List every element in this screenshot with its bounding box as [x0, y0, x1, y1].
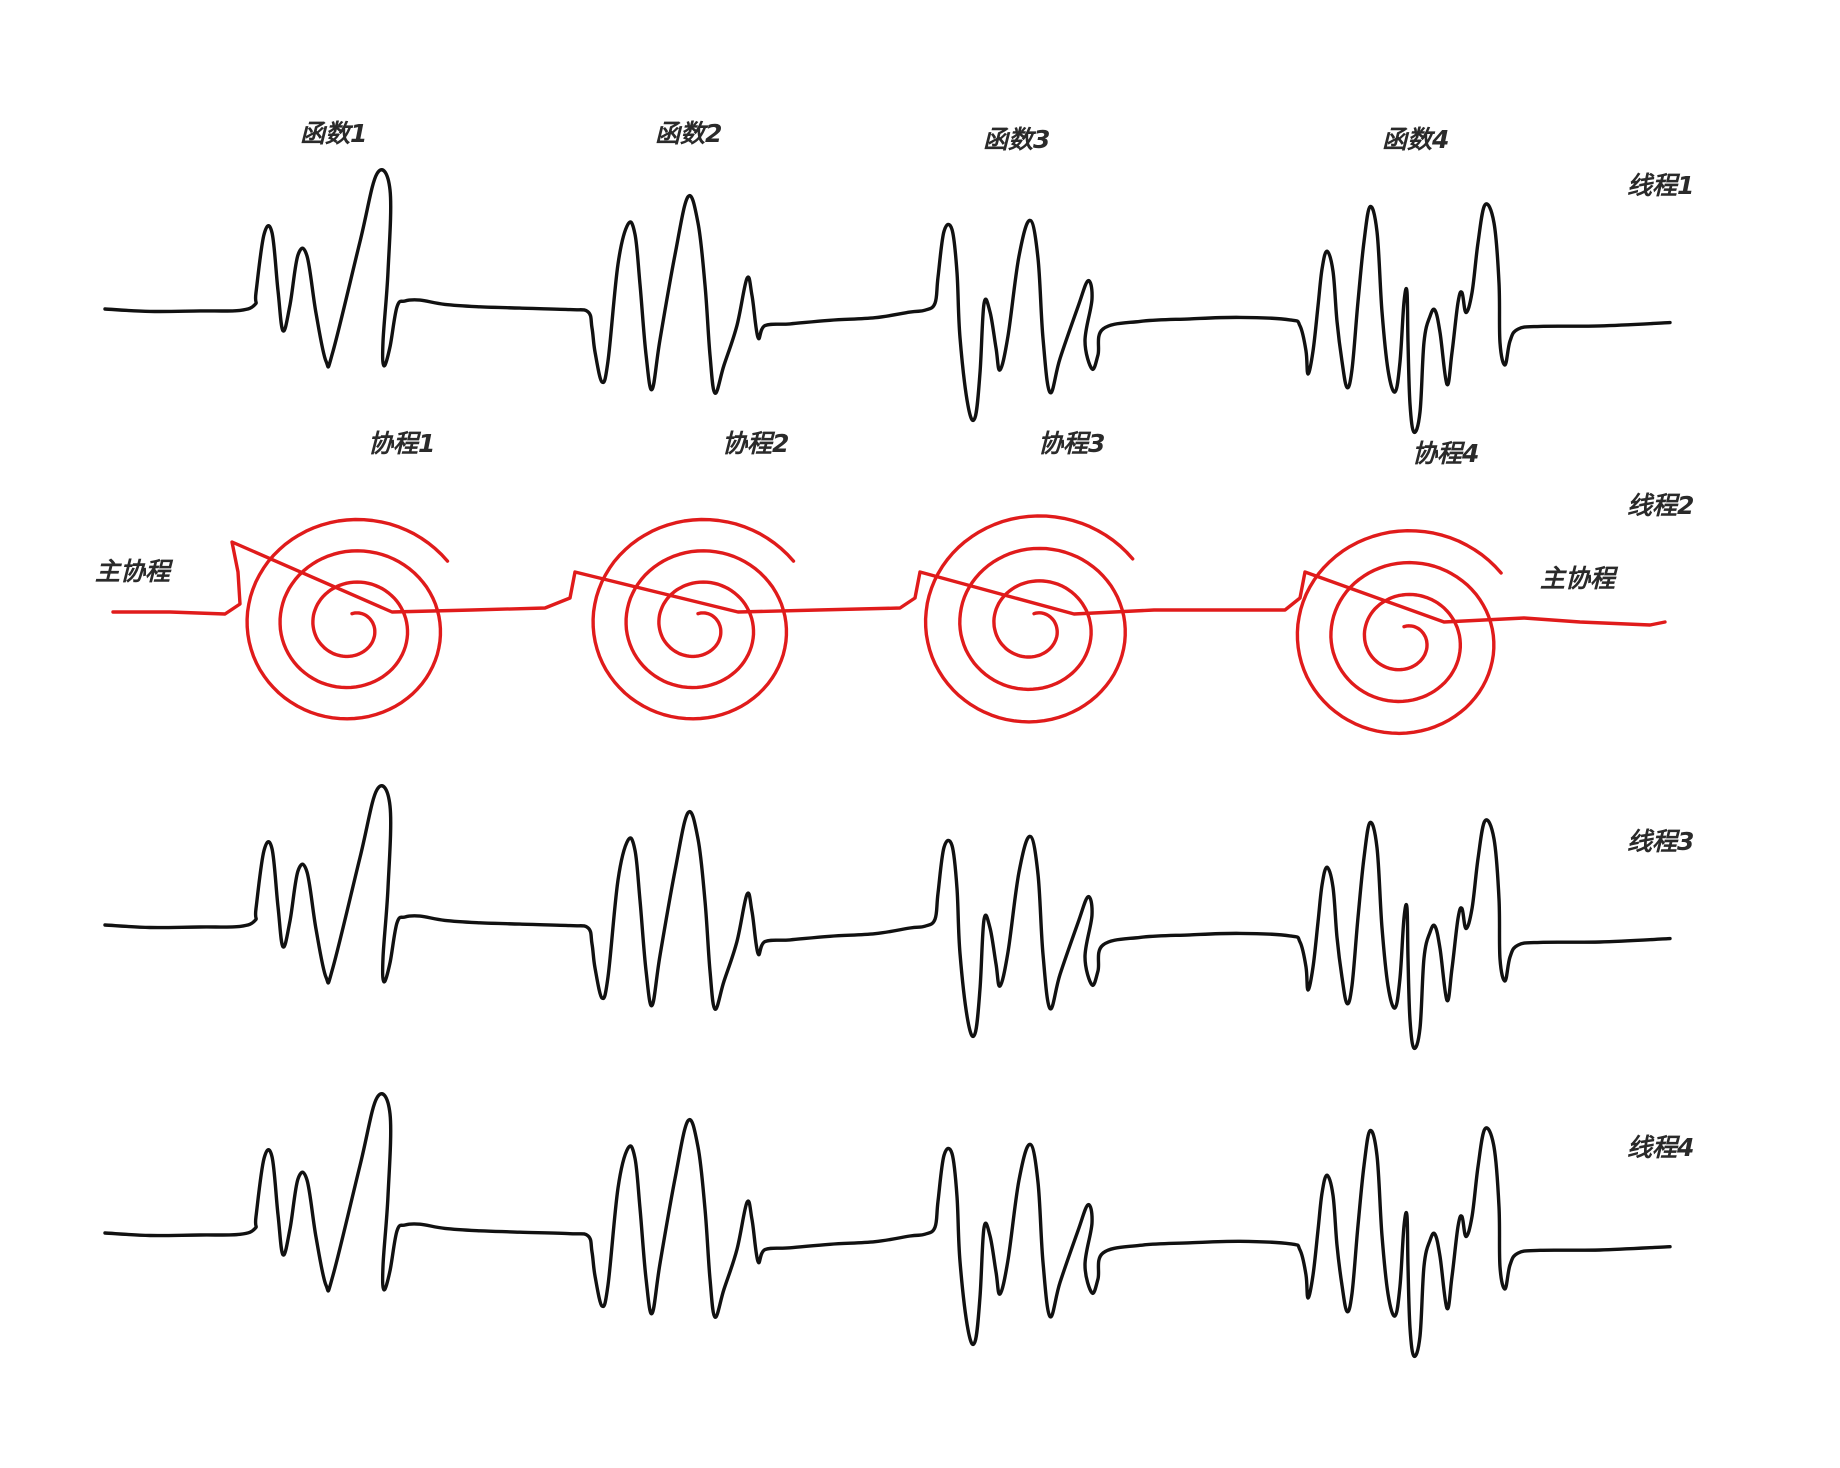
function-label-4: 函数4: [1382, 125, 1449, 154]
diagram-labels: 函数1 函数2 函数3 函数4 线程1 线程2 线程3 线程4 协程1 协程2 …: [95, 119, 1694, 1162]
coroutine-label-4: 协程4: [1412, 439, 1479, 468]
function-label-1: 函数1: [300, 119, 367, 148]
coroutine-spirals: [111, 514, 1667, 736]
thread-label-2: 线程2: [1627, 491, 1694, 520]
thread-4-waveform: [103, 1092, 1672, 1359]
function-label-3: 函数3: [983, 125, 1050, 154]
function-label-2: 函数2: [655, 119, 722, 148]
thread-3-waveform: [103, 784, 1672, 1051]
coroutine-label-2: 协程2: [722, 429, 789, 458]
main-coroutine-label-right: 主协程: [1540, 564, 1619, 593]
coroutine-label-3: 协程3: [1038, 429, 1105, 458]
thread-label-1: 线程1: [1627, 171, 1694, 200]
main-coroutine-line: [111, 540, 1667, 627]
thread-label-4: 线程4: [1627, 1133, 1694, 1162]
coroutine-3-spiral: [923, 514, 1135, 724]
main-coroutine-label-left: 主协程: [95, 557, 174, 586]
thread-1-waveform: [103, 168, 1672, 435]
thread-label-3: 线程3: [1627, 827, 1694, 856]
coroutine-4-spiral: [1295, 529, 1503, 736]
coroutine-1-spiral: [245, 517, 450, 721]
coroutine-label-1: 协程1: [368, 429, 435, 458]
coroutine-2-spiral: [591, 517, 796, 721]
thread-waveforms: [103, 168, 1672, 1359]
